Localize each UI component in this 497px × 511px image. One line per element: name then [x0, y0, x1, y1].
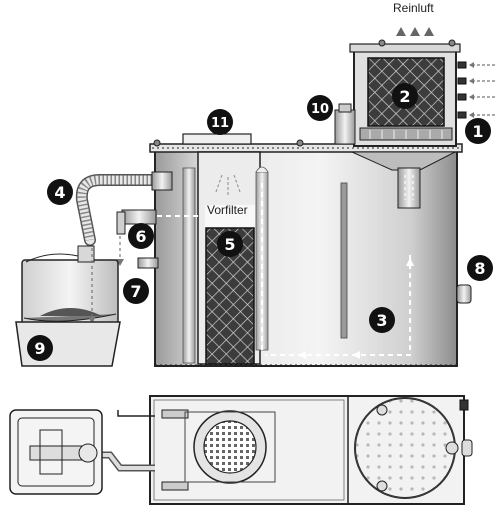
svg-text:7: 7	[130, 282, 141, 301]
callout-badges: 1 2 3 4 5 6 7 8	[27, 83, 493, 361]
filter-cartridge	[205, 227, 255, 365]
collection-canister	[21, 245, 119, 325]
svg-text:4: 4	[54, 183, 65, 202]
top-view	[9, 395, 473, 505]
top-view-air-filter	[354, 397, 456, 499]
svg-text:9: 9	[34, 339, 45, 358]
inlet-pipe	[397, 167, 421, 209]
lower-tap	[137, 257, 159, 269]
baffle-plate	[340, 182, 348, 339]
drain-plug	[456, 284, 472, 304]
svg-text:1: 1	[472, 122, 483, 141]
callout-10: 10	[307, 95, 333, 121]
clean-air-label: Reinluft	[393, 1, 434, 15]
callout-1: 1	[465, 118, 491, 144]
callout-6: 6	[128, 223, 154, 249]
callout-5: 5	[217, 231, 243, 257]
svg-text:11: 11	[211, 116, 229, 131]
svg-text:8: 8	[474, 259, 485, 278]
callout-8: 8	[467, 255, 493, 281]
lid-handle	[182, 133, 252, 145]
internal-pipe-right	[255, 171, 269, 351]
callout-4: 4	[47, 179, 73, 205]
svg-text:6: 6	[135, 227, 146, 246]
svg-text:2: 2	[399, 87, 410, 106]
valve	[334, 109, 356, 145]
svg-text:3: 3	[376, 311, 387, 330]
callout-7: 7	[123, 278, 149, 304]
internal-pipe-left	[182, 167, 196, 364]
svg-text:5: 5	[224, 235, 235, 254]
svg-text:10: 10	[311, 102, 329, 117]
callout-11: 11	[207, 109, 233, 135]
air-inlet-ports	[457, 61, 467, 119]
tank-lid	[149, 143, 463, 153]
prefilter-label: Vorfilter	[207, 203, 248, 217]
callout-9: 9	[27, 335, 53, 361]
drain-tap	[121, 209, 157, 225]
callout-2: 2	[392, 83, 418, 109]
clean-air-arrows	[396, 27, 434, 36]
front-view: Vorfilter	[15, 1, 495, 367]
callout-3: 3	[369, 307, 395, 333]
